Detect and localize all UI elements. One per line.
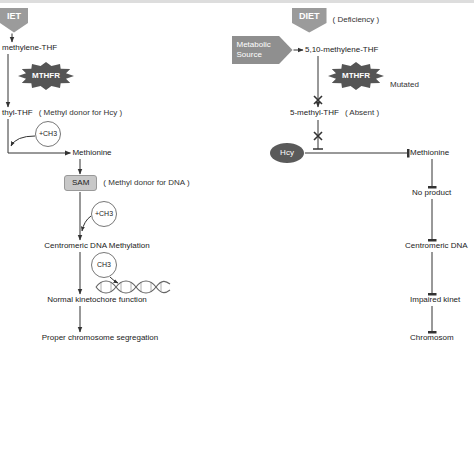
note-text: Mutated — [390, 80, 419, 90]
metabolite-label: 5,10-methylene-THF — [305, 45, 378, 55]
node-text: MTHFR — [328, 62, 384, 90]
flow-arrow — [80, 306, 81, 332]
process-label: Impaired kinet — [410, 295, 460, 305]
flow-arrow — [8, 54, 9, 107]
methyl-arrow — [82, 216, 91, 231]
inhibited-connector — [432, 252, 433, 294]
enzyme-burst: MTHFR Mutated — [328, 62, 419, 90]
outcome-label: Proper chromosome segregation — [42, 333, 159, 343]
source-pentagon: Metabolic Source — [232, 36, 293, 64]
note-text: ( Absent ) — [345, 108, 379, 118]
process-label: Centromeric DNA Methylation — [44, 241, 149, 251]
methyl-circle: CH3 — [91, 252, 117, 278]
hcy-ellipse: Hcy — [270, 143, 304, 163]
note-text: ( Deficiency ) — [333, 15, 380, 25]
metabolite-label: Methionine — [410, 148, 449, 158]
node-text: thyl-THF — [2, 108, 33, 118]
flow-arrow — [294, 50, 304, 51]
enzyme-burst: MTHFR — [18, 62, 74, 90]
outcome-label: Chromosom — [410, 333, 454, 343]
node-text: CH3 — [91, 252, 117, 278]
inhibited-connector — [305, 153, 408, 154]
top-bar — [0, 0, 474, 3]
node-text: Hcy — [270, 143, 304, 163]
node-text: Normal kinetochore function — [47, 295, 147, 305]
sam-box: SAM ( Methyl donor for DNA ) — [64, 175, 190, 191]
methyl-circle: +CH3 — [35, 121, 61, 147]
inhibited-connector — [432, 306, 433, 332]
node-text: DIET — [292, 8, 327, 33]
blocked-line — [318, 120, 319, 149]
methyl-circle: +CH3 — [91, 201, 117, 227]
node-text: 5,10-methylene-THF — [305, 45, 378, 55]
note-text: ( Methyl donor for Hcy ) — [39, 108, 123, 118]
node-text: Chromosom — [410, 333, 454, 343]
metabolite-label: Methionine — [72, 148, 111, 158]
process-label: Centromeric DNA — [405, 241, 468, 251]
node-text: methylene-THF — [2, 43, 57, 53]
node-text: 5-methyl-THF — [290, 108, 339, 118]
flow-arrow — [8, 119, 70, 153]
node-text: Proper chromosome segregation — [42, 333, 159, 343]
flow-arrow — [318, 56, 319, 107]
flow-arrow — [12, 34, 13, 43]
diet-pentagon: DIET ( Deficiency ) — [292, 8, 379, 33]
dna-helix — [96, 281, 170, 293]
metabolite-label: 5-methyl-THF ( Absent ) — [290, 108, 379, 118]
note-text: ( Methyl donor for DNA ) — [103, 178, 189, 188]
node-text: +CH3 — [35, 121, 61, 147]
node-text: IET — [0, 8, 28, 33]
node-text: SAM — [64, 175, 97, 191]
node-text: +CH3 — [91, 201, 117, 227]
diet-pentagon: IET — [0, 8, 28, 33]
node-text: MTHFR — [18, 62, 74, 90]
flow-arrow — [80, 159, 81, 174]
process-label: Normal kinetochore function — [47, 295, 147, 305]
node-text: No product — [412, 188, 451, 198]
node-text: Centromeric DNA — [405, 241, 468, 251]
node-text: Methionine — [410, 148, 449, 158]
node-text: Methionine — [72, 148, 111, 158]
flow-arrow — [80, 252, 81, 294]
flow-arrow — [80, 192, 81, 240]
node-text: Metabolic Source — [232, 36, 293, 64]
node-text: Centromeric DNA Methylation — [44, 241, 149, 251]
block-bar — [313, 148, 323, 150]
metabolite-label: methylene-THF — [2, 43, 57, 53]
process-label: No product — [412, 188, 451, 198]
inhibited-connector — [432, 199, 433, 240]
methyl-arrow — [11, 136, 35, 146]
inhibited-connector — [432, 159, 433, 187]
node-text: Impaired kinet — [410, 295, 460, 305]
metabolite-label: thyl-THF ( Methyl donor for Hcy ) — [2, 108, 122, 118]
